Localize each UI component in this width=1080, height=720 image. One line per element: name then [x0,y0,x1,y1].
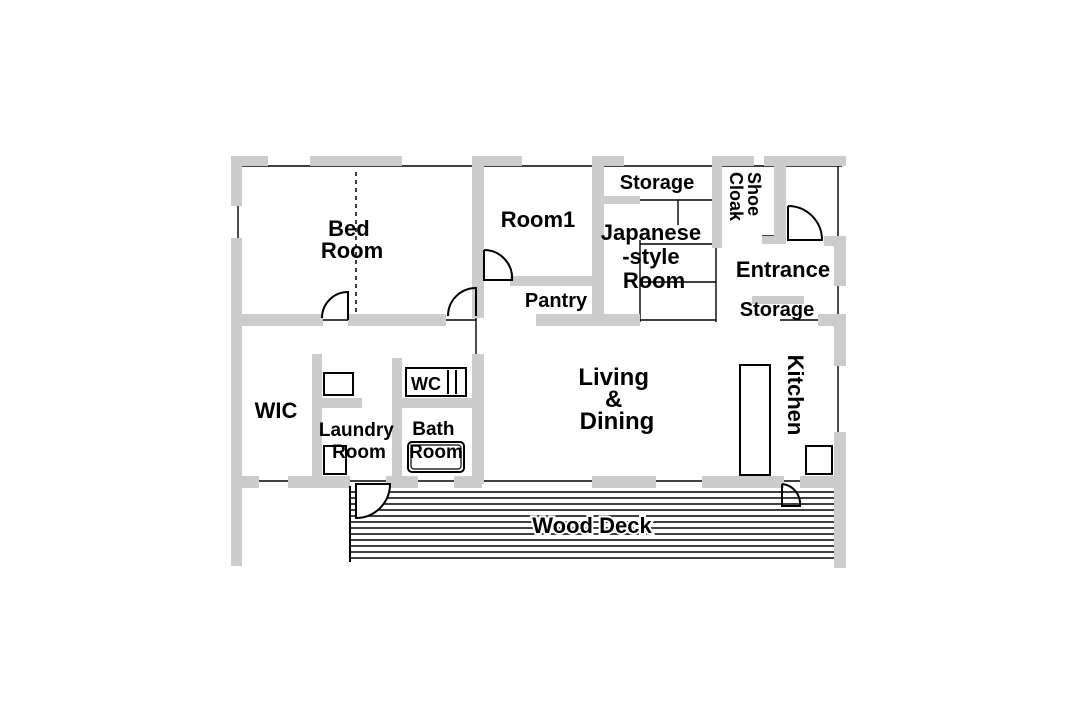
bath-line1: Bath [412,419,454,440]
room-label-kitchen: Kitchen [783,355,808,436]
room-label-laundry: Laundry Room [319,420,399,463]
living-line3: Dining [580,408,655,435]
wood-deck-surface [349,486,834,562]
washing-machine [323,372,354,396]
room-label-storage-top: Storage [620,172,694,194]
room-label-room1: Room1 [501,207,576,232]
fridge [805,445,833,475]
room-label-living-dining: Living & Dining [578,364,655,435]
room-label-wood-deck: Wood Deck [532,513,652,538]
living-line2: & [605,386,622,413]
room-label-shoe-cloak: Shoe Cloak [726,172,764,222]
kitchen-counter [739,364,771,476]
bed-room-line1: Bed [328,216,370,241]
doors [321,205,824,520]
room-label-pantry: Pantry [525,290,588,312]
bath-line2: Room [409,442,463,463]
bathtub [407,441,465,473]
shoe-cloak-line2: Cloak [726,172,746,222]
bed-room-line2: Room [321,238,383,263]
living-line1: Living [578,364,649,391]
room-label-bed: Bed Room [321,216,383,263]
room-label-japanese: Japanese -style Room [601,220,707,293]
walls [231,156,846,568]
room-label-wc: WC [411,374,441,394]
laundry-line2: Room [332,442,386,463]
japanese-line3: Room [623,268,685,293]
laundry-sink [323,445,347,475]
shoe-cloak-line1: Shoe [744,172,764,216]
room-label-bath: Bath Room [409,419,463,463]
laundry-line1: Laundry [319,420,394,441]
room-label-entrance: Entrance [736,257,830,282]
fixtures [323,364,833,476]
room-label-storage-entrance: Storage [740,299,814,321]
room-label-wic: WIC [255,398,298,423]
japanese-line1: Japanese [601,220,701,245]
japanese-line2: -style [622,244,679,269]
